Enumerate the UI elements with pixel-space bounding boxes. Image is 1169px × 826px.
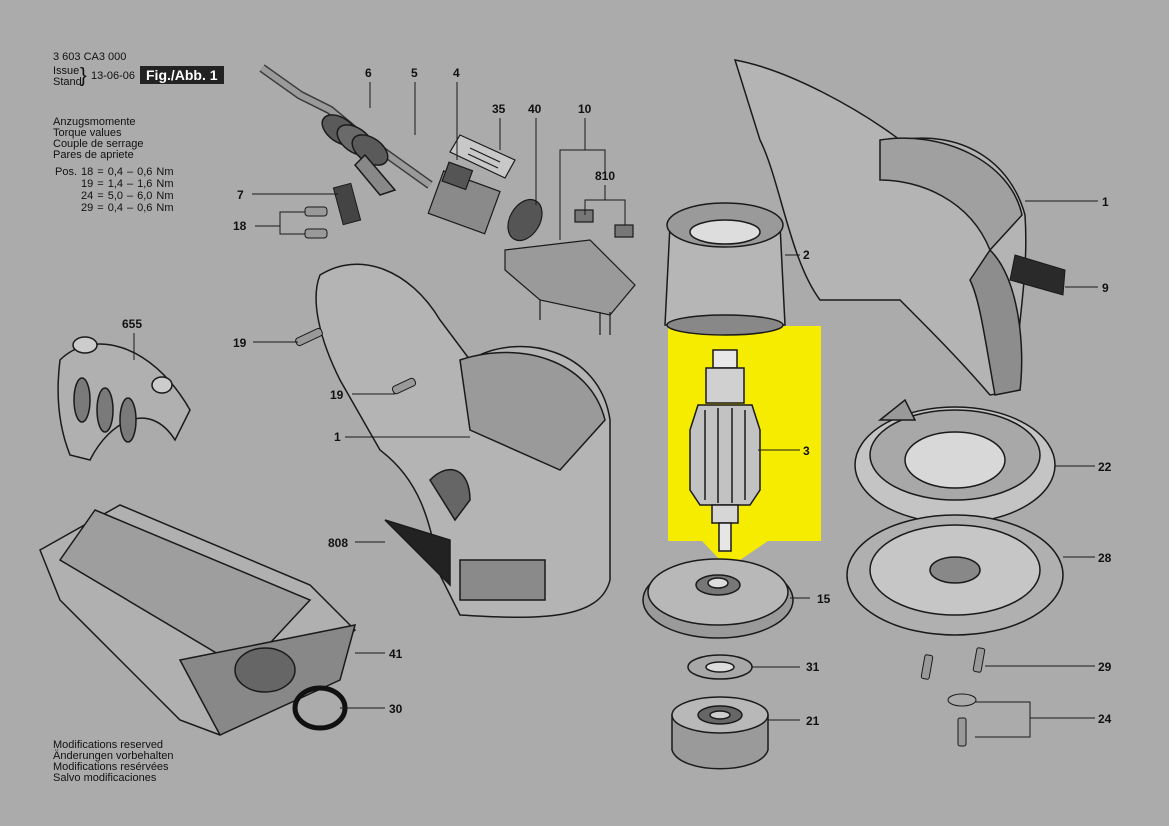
torque-max: 0,6	[137, 166, 153, 178]
callout-15: 15	[817, 592, 831, 606]
torque-pos: 24	[81, 190, 94, 202]
callout-31: 31	[806, 660, 820, 674]
callout-29: 29	[1098, 660, 1112, 674]
leader-lines	[133, 82, 1098, 738]
callout-24: 24	[1098, 712, 1112, 726]
torque-pos: 18	[81, 166, 94, 178]
torque-unit: Nm	[156, 166, 174, 178]
label-9	[1009, 254, 1066, 296]
figure-label: Fig./Abb. 1	[140, 66, 224, 84]
torque-max: 6,0	[137, 190, 153, 202]
electronics-part	[504, 198, 636, 335]
callout-2: 2	[803, 248, 810, 262]
torque-min: 5,0	[107, 190, 123, 202]
torque-unit: Nm	[156, 190, 174, 202]
callout-22: 22	[1098, 460, 1112, 474]
cable-part	[259, 64, 433, 196]
callout-10: 10	[578, 102, 592, 116]
stator-2	[664, 202, 786, 336]
callout-19-upper: 19	[233, 336, 247, 350]
callout-1-left: 1	[334, 430, 341, 444]
torque-title-en: Torque values	[53, 127, 122, 139]
doc-number: 3 603 CA3 000	[53, 51, 127, 63]
torque-row: Pos. 18= 0,4– 0,6 Nm	[55, 166, 174, 178]
torque-title-fr: Couple de serrage	[53, 138, 144, 150]
torque-min: 0,4	[107, 166, 123, 178]
torque-table: Pos. 18= 0,4– 0,6 Nm 19= 1,4– 1,6 Nm 24=…	[53, 166, 176, 214]
switch-part	[427, 161, 501, 235]
callout-4: 4	[453, 66, 460, 80]
torque-row: 24= 5,0– 6,0 Nm	[81, 190, 174, 202]
footer-line-fr: Modifications resérvées	[53, 761, 169, 773]
callout-19-lower: 19	[330, 388, 344, 402]
sanding-pad-28	[846, 514, 1064, 636]
torque-min: 0,4	[107, 202, 123, 214]
callout-30: 30	[389, 702, 403, 716]
housing-right	[733, 59, 1027, 396]
issue-date: 13-06-06	[91, 70, 136, 82]
issue-label: Issue	[53, 65, 80, 77]
callout-40: 40	[528, 102, 542, 116]
armature-3	[689, 349, 761, 552]
callout-35: 35	[492, 102, 506, 116]
screws-18	[304, 206, 328, 239]
torque-max: 0,6	[137, 202, 153, 214]
o-ring-30	[292, 685, 348, 731]
fan-15	[642, 558, 794, 639]
screw-washer-24	[947, 693, 977, 747]
torque-title-de: Anzugsmomente	[53, 116, 136, 128]
callout-7: 7	[237, 188, 244, 202]
highlight-taper	[668, 505, 821, 560]
callout-9: 9	[1102, 281, 1109, 295]
torque-row: 29= 0,4– 0,6 Nm	[81, 202, 174, 214]
callout-21: 21	[806, 714, 820, 728]
screws-29	[920, 647, 986, 680]
callout-6: 6	[365, 66, 372, 80]
dust-box-41	[39, 504, 357, 736]
footer-line-de: Änderungen vorbehalten	[53, 750, 174, 762]
torque-max: 1,6	[137, 178, 153, 190]
callout-18: 18	[233, 219, 247, 233]
torque-row: 19= 1,4– 1,6 Nm	[81, 178, 174, 190]
callout-655: 655	[122, 317, 143, 331]
callout-1-right: 1	[1102, 195, 1109, 209]
torque-pos: 29	[81, 202, 94, 214]
torque-unit: Nm	[156, 178, 174, 190]
part-35	[449, 134, 516, 179]
washer-31	[687, 654, 753, 680]
pad-holder-22	[854, 398, 1056, 524]
callout-808: 808	[328, 536, 349, 550]
callout-810: 810	[595, 169, 616, 183]
housing-left	[315, 263, 611, 618]
pos-label: Pos.	[55, 166, 78, 178]
guard-655	[57, 336, 191, 461]
brace-glyph: }	[80, 65, 87, 87]
screws-19	[295, 327, 417, 395]
torque-title-es: Pares de apriete	[53, 149, 134, 161]
callout-5: 5	[411, 66, 418, 80]
stand-label: Stand	[53, 76, 82, 88]
callout-3: 3	[803, 444, 810, 458]
torque-min: 1,4	[107, 178, 123, 190]
callout-28: 28	[1098, 551, 1112, 565]
footer-line-en: Modifications reserved	[53, 739, 164, 751]
bearing-21	[671, 696, 769, 770]
footer-line-es: Salvo modificaciones	[53, 772, 157, 784]
part-7	[332, 182, 362, 226]
torque-pos: 19	[81, 178, 94, 190]
callout-41: 41	[389, 647, 403, 661]
torque-unit: Nm	[156, 202, 174, 214]
